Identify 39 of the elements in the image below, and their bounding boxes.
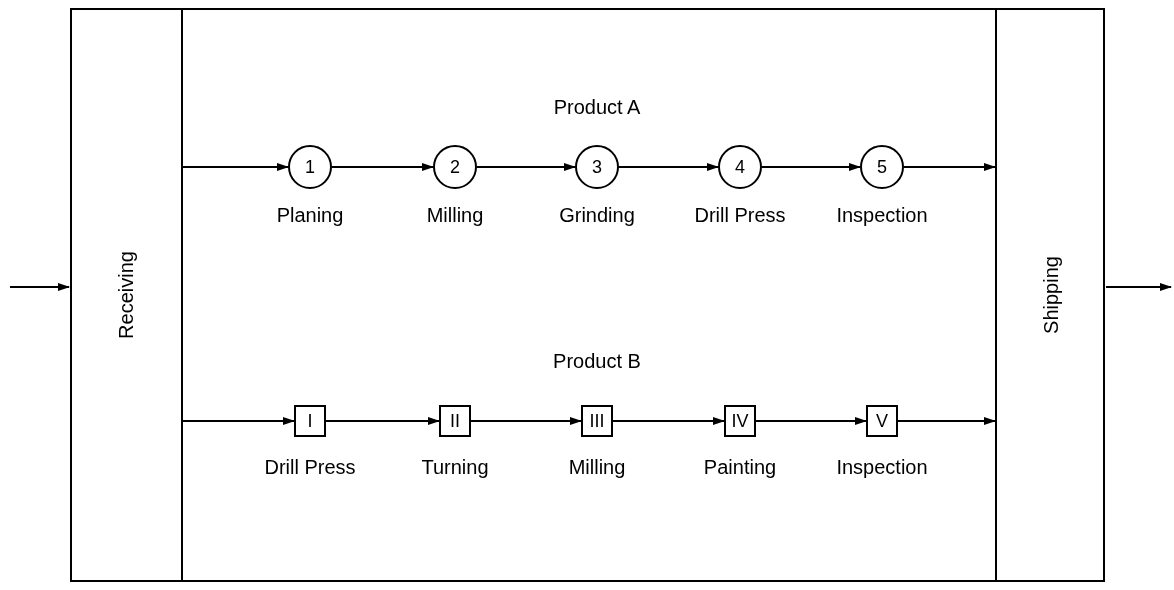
step-number: I: [307, 412, 313, 430]
step-number: 5: [877, 158, 887, 176]
operation-label: Inspection: [835, 203, 929, 228]
step-number: II: [450, 412, 460, 430]
operation-label: Inspection: [835, 455, 929, 480]
flow-arrow: [1105, 283, 1172, 291]
flow-arrow: [903, 163, 996, 171]
step-number: 4: [735, 158, 745, 176]
operation-label: Milling: [425, 203, 485, 228]
flow-arrow: [470, 417, 582, 425]
step-number: 3: [592, 158, 602, 176]
step-number: 1: [305, 158, 315, 176]
operation-label: Planing: [275, 203, 345, 228]
operation-label: Drill Press: [263, 455, 357, 480]
band-label: Receiving: [113, 251, 138, 339]
operation-label: Painting: [702, 455, 778, 480]
step-number: V: [876, 412, 888, 430]
layout-frame: [70, 8, 1105, 582]
step-number: III: [589, 412, 605, 430]
product-label: Product B: [553, 349, 641, 374]
flow-arrow: [476, 163, 576, 171]
flow-arrow: [9, 283, 70, 291]
flow-arrow: [612, 417, 725, 425]
operation-label: Turning: [420, 455, 490, 480]
flow-arrow: [897, 417, 996, 425]
flow-arrow: [755, 417, 867, 425]
flow-arrow: [325, 417, 440, 425]
operation-label: Drill Press: [693, 203, 787, 228]
flow-arrow: [618, 163, 719, 171]
flow-arrow: [761, 163, 861, 171]
operation-label: Grinding: [558, 203, 636, 228]
flow-arrow: [331, 163, 434, 171]
band-label: Shipping: [1039, 256, 1063, 334]
flow-arrow: [182, 163, 289, 171]
operation-label: Milling: [567, 455, 627, 480]
step-number: IV: [731, 412, 749, 430]
flow-arrow: [182, 417, 295, 425]
product-label: Product A: [553, 95, 641, 120]
step-number: 2: [450, 158, 460, 176]
